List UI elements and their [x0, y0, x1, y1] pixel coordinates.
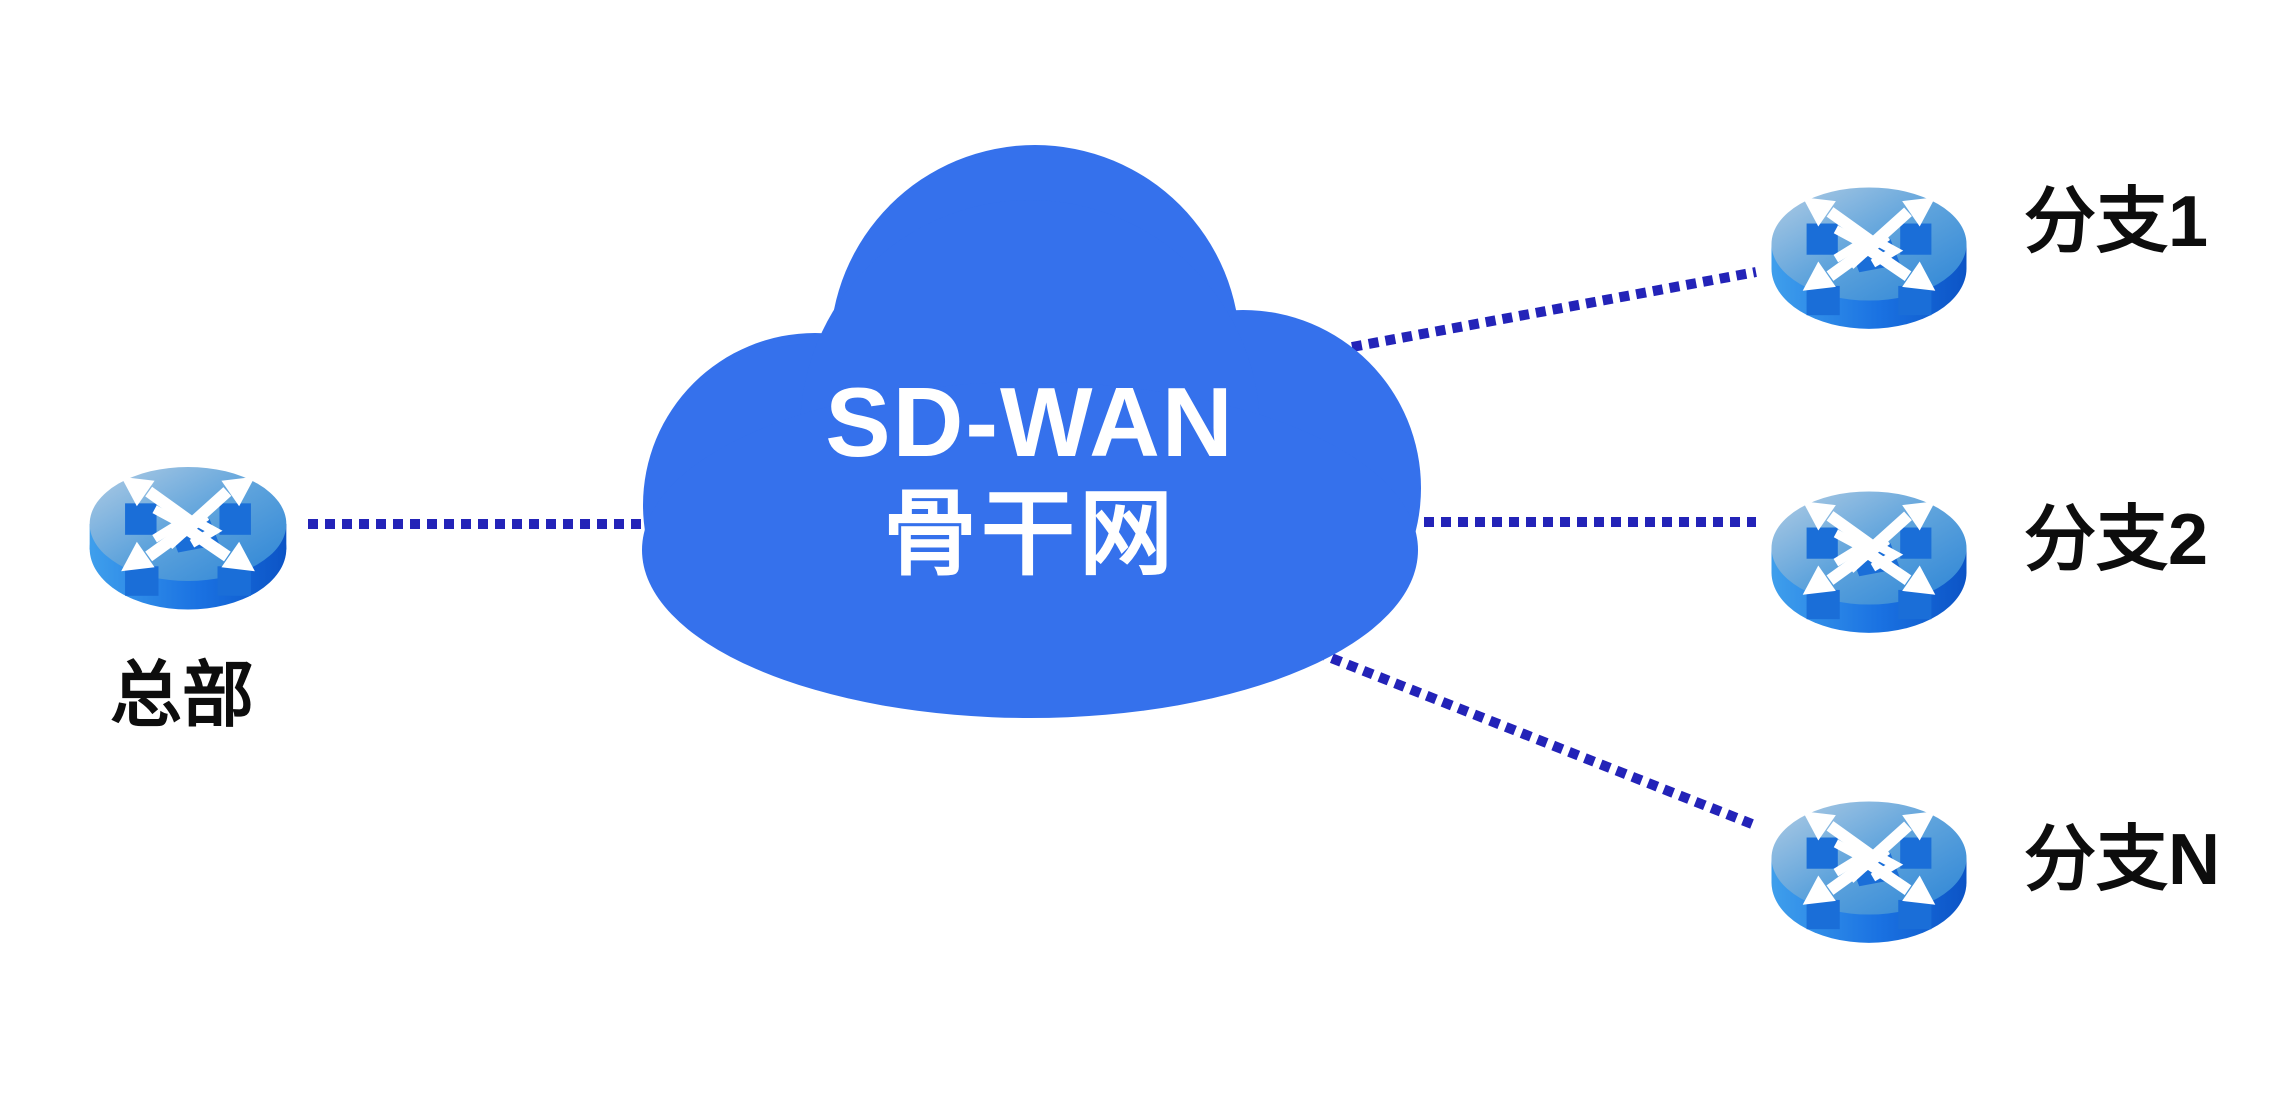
branch1-label: 分支1: [2024, 182, 2209, 262]
headquarters-label: 总部: [109, 656, 254, 736]
branch2-label: 分支2: [2024, 500, 2209, 580]
connection-links: [308, 267, 1757, 829]
router-icon-branchN: [1772, 801, 1967, 942]
link-cloud-branchN: [1314, 647, 1754, 829]
branchN-label: 分支N: [2024, 820, 2220, 900]
sdwan-cloud-shape: [642, 145, 1421, 718]
router-icon-branch2: [1772, 491, 1967, 632]
router-icon-branch1: [1772, 187, 1967, 328]
link-cloud-branch1: [1351, 267, 1757, 352]
router-icon-headquarters: [90, 467, 287, 610]
